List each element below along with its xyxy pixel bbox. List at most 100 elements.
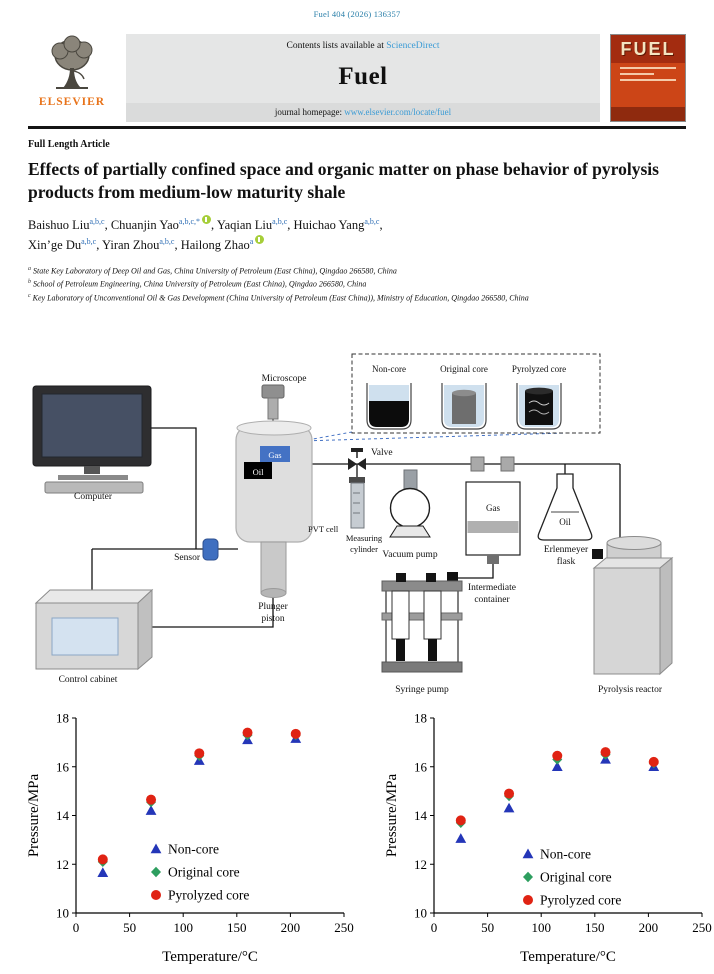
svg-text:Non-core: Non-core [540,847,591,862]
affiliation-text: School of Petroleum Engineering, China U… [33,279,367,289]
svg-text:100: 100 [531,920,551,935]
pyrolyzed-core-beaker [516,383,562,430]
article-title: Effects of partially confined space and … [28,159,659,202]
svg-text:Pressure/MPa: Pressure/MPa [384,774,400,858]
core-samples-inset [351,353,601,434]
author-affil-sup[interactable]: a [249,237,254,247]
orcid-icon[interactable] [202,214,212,224]
author-list: Baishuo Liua,b,c, Chuanjin Yaoa,b,c,*, Y… [28,214,686,256]
svg-text:50: 50 [123,920,136,935]
author-separator: , [104,217,111,232]
svg-text:14: 14 [56,808,70,823]
author-name: Baishuo Liu [28,217,90,232]
svg-text:16: 16 [414,760,428,775]
label-erlenmeyer-2: flask [557,556,576,567]
journal-citation[interactable]: Fuel 404 (2026) 136357 [313,9,401,19]
author: Hailong Zhaoa [180,235,265,253]
affiliation: b School of Petroleum Engineering, China… [28,278,686,292]
svg-text:200: 200 [281,920,301,935]
author-affil-sup[interactable]: a,b,c [89,216,105,226]
author: Xin’ge Dua,b,c, [28,237,102,252]
author: Yaqian Liua,b,c, [217,216,294,232]
homepage-label: journal homepage: [274,107,343,117]
svg-text:16: 16 [56,760,70,775]
svg-text:150: 150 [585,920,605,935]
valve-icon [348,448,366,471]
author-affil-sup[interactable]: a,b,c [81,237,97,247]
label-pyrolysis-reactor: Pyrolysis reactor [598,685,663,695]
label-plunger-1: Plunger [258,602,288,612]
svg-text:12: 12 [56,857,69,872]
syringe-pump-illustration [381,573,463,673]
journal-homepage-link[interactable]: www.elsevier.com/locate/fuel [344,107,452,117]
svg-text:100: 100 [173,920,193,935]
affiliation-text: Key Laboratory of Unconventional Oil & G… [32,293,529,303]
label-oil: Oil [253,467,265,477]
svg-text:0: 0 [73,920,80,935]
label-non-core: Non-core [372,364,406,374]
microscope-illustration [261,384,285,427]
affiliation: c Key Laboratory of Unconventional Oil &… [28,292,686,306]
orcid-icon[interactable] [255,235,265,245]
author-name: Yiran Zhou [102,238,160,253]
affiliation-mark: b [28,279,31,286]
affiliations: a State Key Laboratory of Deep Oil and G… [28,265,686,306]
apparatus-figure: Non-core Original core Pyrolyzed core Mi… [0,331,714,708]
label-erlenmeyer-1: Erlenmeyer [544,545,589,555]
journal-banner: Contents lists available at ScienceDirec… [126,34,600,122]
label-valve: Valve [371,448,393,458]
affiliation: a State Key Laboratory of Deep Oil and G… [28,265,686,279]
oil-zone [244,462,272,480]
author-separator: , [174,238,181,253]
sensor-icon [202,538,219,561]
author: Baishuo Liua,b,c, [28,216,111,232]
label-measuring-1: Measuring [346,533,383,543]
author: Yiran Zhoua,b,c, [102,237,181,253]
figure-labels: Non-core Original core Pyrolyzed core Mi… [59,364,663,695]
svg-text:Non-core: Non-core [168,842,219,857]
sciencedirect-link[interactable]: ScienceDirect [386,41,440,51]
label-plunger-2: piston [261,614,284,624]
intermediate-container-illustration [447,456,521,585]
author-affil-sup[interactable]: a,b,c [159,237,175,247]
svg-text:250: 250 [334,920,354,935]
label-vacuum-pump: Vacuum pump [382,550,437,560]
svg-text:12: 12 [414,857,427,872]
authors-line-2: Xin’ge Dua,b,c, Yiran Zhoua,b,c, Hailong… [28,235,686,256]
plunger-piston-illustration [260,541,287,599]
author-name: Hailong Zhao [180,238,250,253]
original-core-beaker [441,383,487,430]
label-pvt-cell: PVT cell [308,524,339,534]
gas-zone [260,446,290,463]
svg-text:250: 250 [692,920,712,935]
measuring-cylinder-illustration [349,477,365,529]
svg-text:Pyrolyzed core: Pyrolyzed core [540,893,621,908]
elsevier-logo[interactable]: ELSEVIER [28,34,116,122]
affiliation-mark: a [28,265,31,272]
elsevier-tree-icon [51,35,93,89]
svg-text:Pyrolyzed core: Pyrolyzed core [168,888,249,903]
cover-footer-band [611,107,685,121]
label-intermediate-2: container [474,595,510,605]
svg-text:50: 50 [481,920,494,935]
author-affil-sup[interactable]: a,b,c,* [178,216,201,226]
author: Chuanjin Yaoa,b,c,*, [110,214,217,232]
label-sensor: Sensor [174,553,201,563]
journal-cover[interactable]: FUEL [610,34,686,122]
label-microscope: Microscope [262,374,307,384]
cover-decor-line [620,67,676,69]
article-type: Full Length Article [28,139,110,150]
computer-illustration [32,385,152,494]
cover-title: FUEL [620,39,676,59]
journal-header: ELSEVIER Contents lists available at Sci… [28,34,686,122]
author-separator: , [287,217,294,232]
affiliation-text: State Key Laboratory of Deep Oil and Gas… [33,266,397,276]
label-pyrolyzed-core: Pyrolyzed core [512,364,566,374]
author-affil-sup[interactable]: a,b,c [272,216,288,226]
svg-text:0: 0 [431,920,438,935]
author-affil-sup[interactable]: a,b,c [364,216,380,226]
author-separator: , [211,217,217,232]
author-name: Chuanjin Yao [110,217,179,232]
